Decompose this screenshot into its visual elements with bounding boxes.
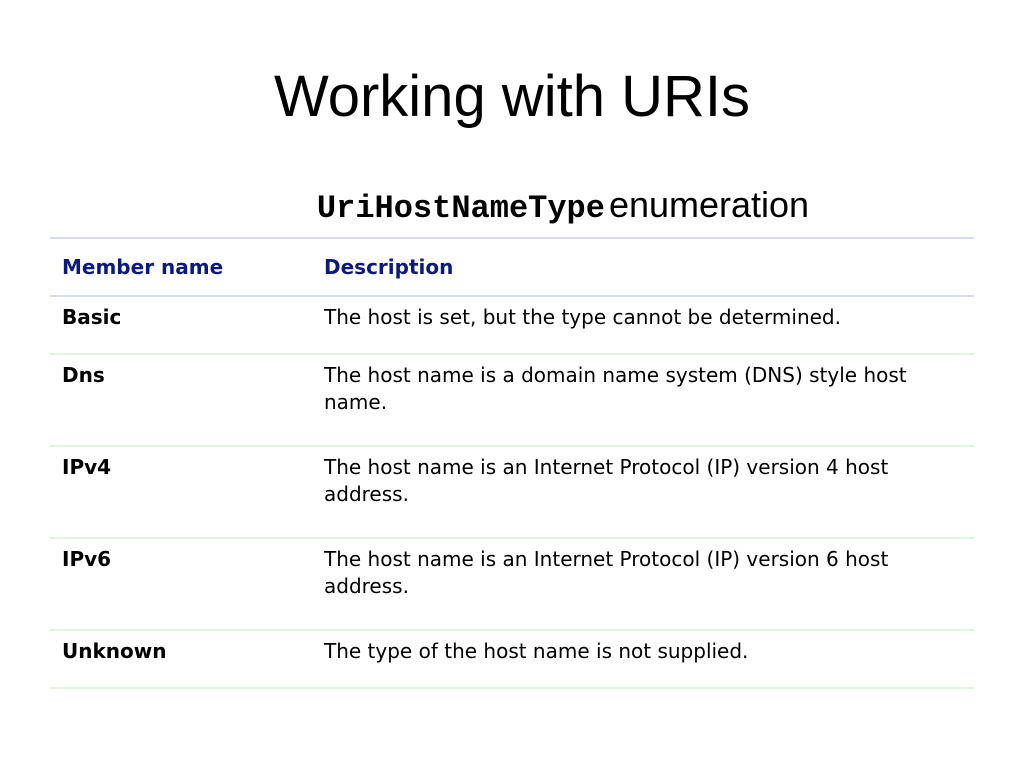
column-header-description: Description	[312, 237, 974, 297]
table-row: Basic The host is set, but the type cann…	[50, 296, 974, 355]
member-name-cell: Unknown	[50, 630, 312, 689]
member-name-cell: Basic	[50, 296, 312, 355]
description-cell: The host name is an Internet Protocol (I…	[312, 538, 974, 631]
table-row: IPv4 The host name is an Internet Protoc…	[50, 446, 974, 539]
member-name-cell: IPv6	[50, 538, 312, 631]
description-cell: The type of the host name is not supplie…	[312, 630, 974, 689]
table-header-row: Member name Description	[50, 237, 974, 297]
column-header-member-name: Member name	[50, 237, 312, 297]
table-row: IPv6 The host name is an Internet Protoc…	[50, 538, 974, 631]
description-cell: The host is set, but the type cannot be …	[312, 296, 974, 355]
table-row: Unknown The type of the host name is not…	[50, 630, 974, 689]
description-cell: The host name is an Internet Protocol (I…	[312, 446, 974, 539]
member-name-cell: IPv4	[50, 446, 312, 539]
member-name-cell: Dns	[50, 354, 312, 447]
slide-subtitle: UriHostNameType enumeration	[0, 184, 1024, 227]
table-row: Dns The host name is a domain name syste…	[50, 354, 974, 447]
enum-members-table: Member name Description Basic The host i…	[50, 237, 974, 689]
description-cell: The host name is a domain name system (D…	[312, 354, 974, 447]
slide-title: Working with URIs	[274, 64, 750, 129]
subtitle-enum-word: enumeration	[608, 184, 810, 225]
subtitle-enum-name: UriHostNameType	[316, 190, 605, 227]
